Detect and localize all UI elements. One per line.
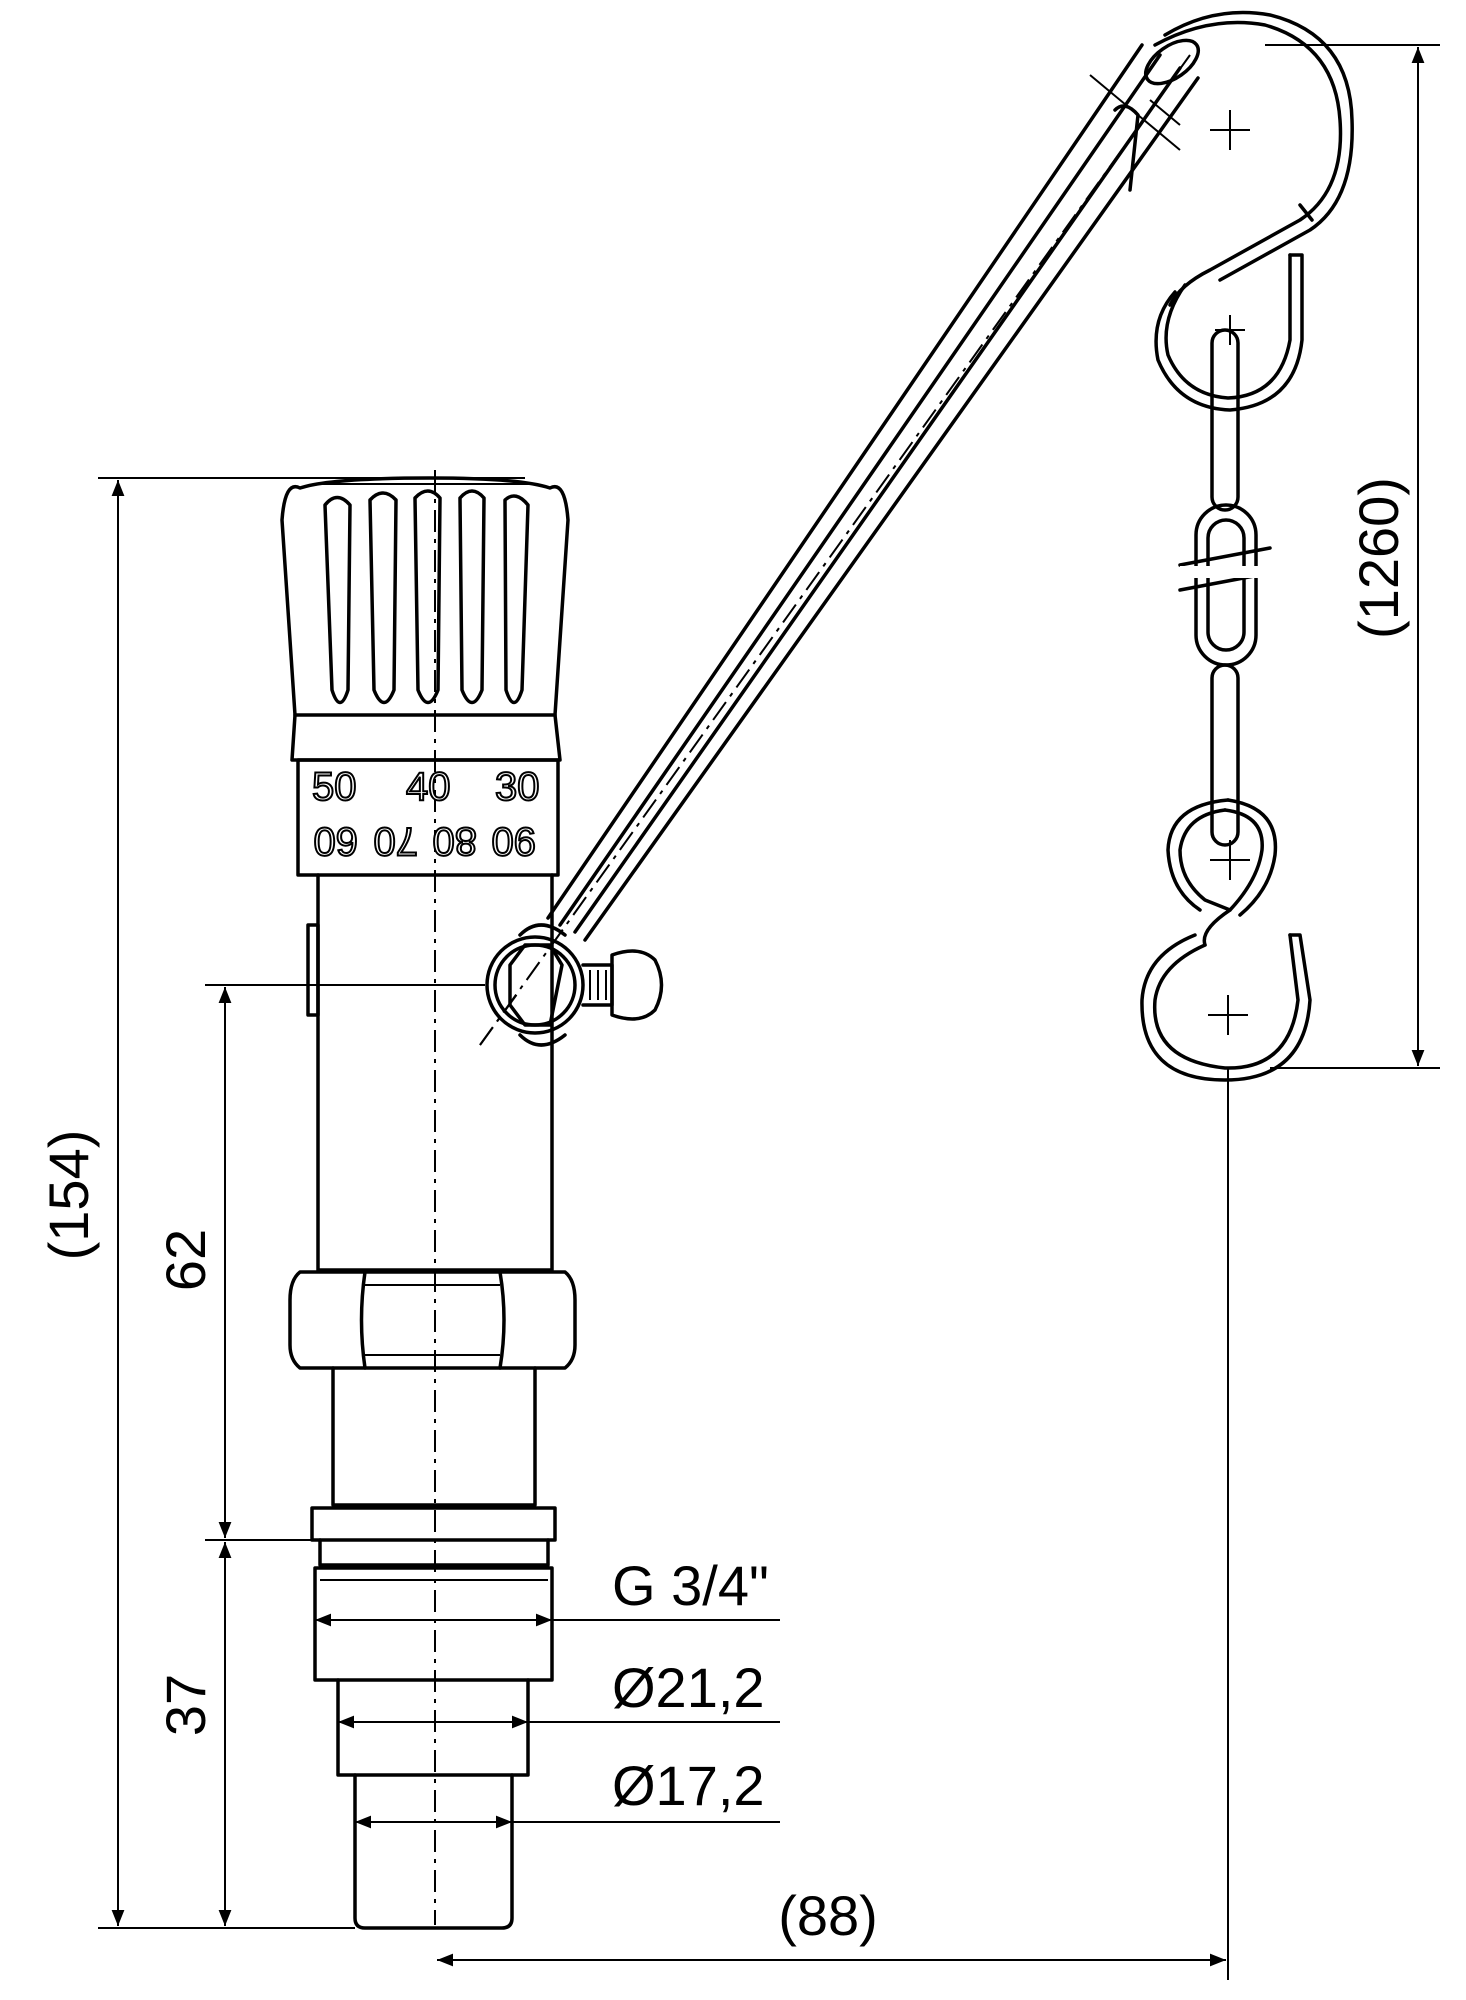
scale-top-1: 40: [406, 765, 451, 809]
scale-bottom-3: 60: [314, 819, 359, 863]
callout-thread: G 3/4": [612, 1554, 769, 1617]
dim-lower-height: 62: [154, 1229, 217, 1291]
hex-nut: [288, 1270, 577, 1370]
dimension-lines: [98, 44, 1440, 1980]
lever-handle: [479, 38, 1200, 1046]
chain: [1178, 315, 1272, 847]
callout-outer-diameter: Ø21,2: [612, 1656, 765, 1719]
dim-offset-width: (88): [778, 1884, 878, 1947]
top-s-hook: [1153, 10, 1354, 412]
bottom-s-hook: [1140, 798, 1312, 1082]
pivot-clamp: [479, 923, 664, 1047]
connector-shank: [310, 1366, 557, 1930]
dim-thread-length: 37: [154, 1674, 217, 1736]
dim-chain-length: (1260): [1347, 477, 1410, 639]
scale-top-2: 30: [495, 765, 540, 809]
dim-overall-height: (154): [37, 1130, 100, 1261]
scale-top-0: 50: [312, 765, 357, 809]
callout-inner-diameter: Ø17,2: [612, 1754, 765, 1817]
scale-ring: 50 40 30 90 80 70 60: [296, 758, 560, 877]
scale-bottom-0: 90: [492, 819, 537, 863]
scale-bottom-1: 80: [433, 819, 478, 863]
valve-body: [306, 873, 554, 1272]
scale-bottom-2: 70: [374, 819, 419, 863]
handwheel-knob: [280, 476, 570, 762]
